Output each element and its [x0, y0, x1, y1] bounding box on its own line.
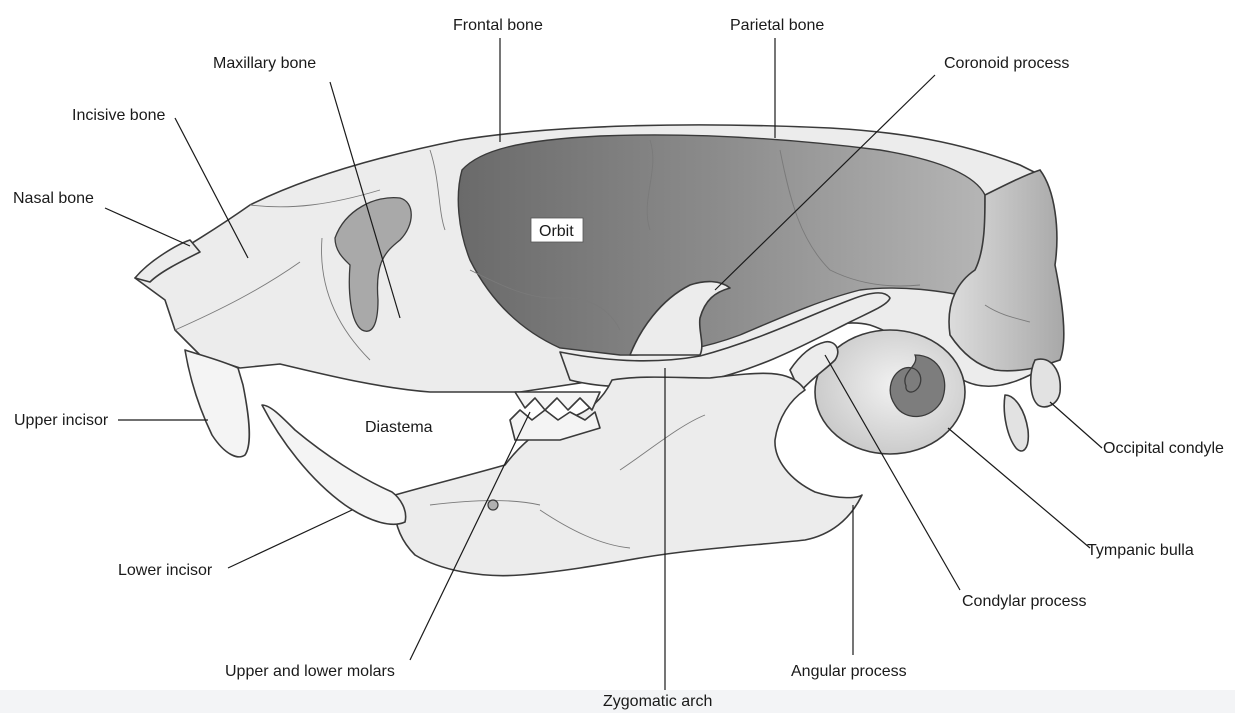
leader-occipital-condyle: [1050, 402, 1102, 448]
label-angular-process: Angular process: [791, 663, 907, 680]
label-occipital-condyle: Occipital condyle: [1103, 440, 1224, 457]
label-tympanic-bulla: Tympanic bulla: [1087, 542, 1194, 559]
label-upper-incisor: Upper incisor: [14, 412, 109, 429]
leader-lower-incisor: [228, 510, 352, 568]
paroccipital-process: [1004, 395, 1028, 451]
label-nasal-bone: Nasal bone: [13, 190, 94, 207]
label-maxillary-bone: Maxillary bone: [213, 55, 316, 72]
leader-nasal-bone: [105, 208, 190, 246]
label-parietal-bone: Parietal bone: [730, 17, 824, 34]
mandible-shape: [394, 373, 862, 575]
mental-foramen: [488, 500, 498, 510]
label-frontal-bone: Frontal bone: [453, 17, 543, 34]
label-orbit: Orbit: [539, 223, 574, 240]
label-zygomatic-arch: Zygomatic arch: [603, 693, 712, 710]
label-lower-incisor: Lower incisor: [118, 562, 213, 579]
label-coronoid-process: Coronoid process: [944, 55, 1069, 72]
label-upper-lower-molars: Upper and lower molars: [225, 663, 395, 680]
label-condylar-process: Condylar process: [962, 593, 1087, 610]
label-diastema: Diastema: [365, 419, 433, 436]
upper-molars: [515, 392, 600, 410]
occipital-condyle-shape: [1031, 359, 1060, 407]
label-incisive-bone: Incisive bone: [72, 107, 165, 124]
